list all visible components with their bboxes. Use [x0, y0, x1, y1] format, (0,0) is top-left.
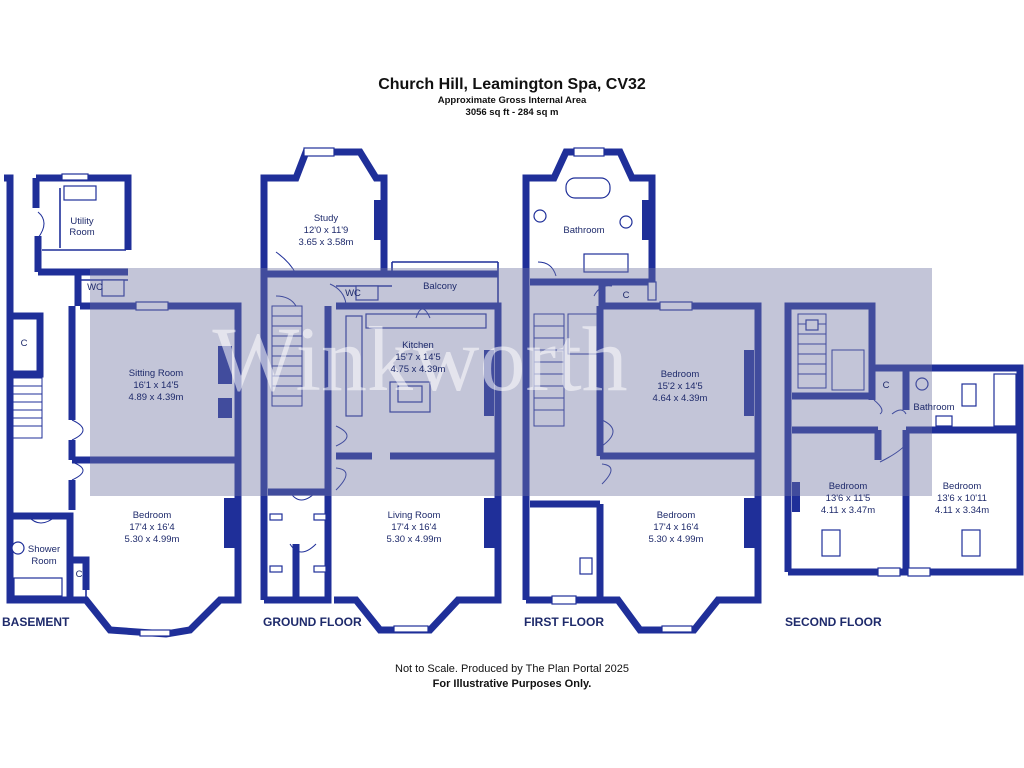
basement-plan: [4, 173, 242, 638]
shower-room-label-2: Room: [31, 556, 56, 567]
watermark-band: [90, 268, 932, 496]
ground-floor-plan: [260, 147, 502, 634]
study-imperial: 12'0 x 11'9: [304, 225, 349, 236]
second-bedroom-2-imperial: 13'6 x 10'11: [937, 493, 987, 504]
second-bedroom-1-imperial: 13'6 x 11'5: [826, 493, 871, 504]
sitting-room-metric: 4.89 x 4.39m: [129, 392, 184, 403]
living-room-label: Living Room: [388, 510, 441, 521]
kitchen-imperial: 15'7 x 14'5: [395, 352, 440, 363]
second-bedroom-2-label: Bedroom: [943, 481, 982, 492]
basement-bedroom-metric: 5.30 x 4.99m: [125, 534, 180, 545]
basement-bedroom-imperial: 17'4 x 16'4: [129, 522, 174, 533]
first-floor-label: FIRST FLOOR: [524, 615, 604, 629]
basement-bedroom-label: Bedroom: [133, 510, 172, 521]
plan-subtitle: Approximate Gross Internal Area: [437, 95, 587, 106]
study-metric: 3.65 x 3.58m: [299, 237, 354, 248]
second-floor-plan: [784, 302, 1024, 577]
sitting-room-label: Sitting Room: [129, 368, 183, 379]
first-floor-plan: [522, 147, 762, 634]
ground-wc-label: WC: [345, 288, 361, 299]
sitting-room-imperial: 16'1 x 14'5: [133, 380, 178, 391]
kitchen-label: Kitchen: [402, 340, 434, 351]
first-bedroom-2-metric: 5.30 x 4.99m: [649, 534, 704, 545]
second-bedroom-1-metric: 4.11 x 3.47m: [821, 505, 875, 516]
basement-cupboard-label: C: [21, 338, 28, 349]
study-label: Study: [314, 213, 339, 224]
second-cupboard-label: C: [883, 380, 890, 391]
basement-wc-label: WC: [87, 282, 103, 293]
first-bedroom-1-label: Bedroom: [661, 369, 700, 380]
ground-floor-label: GROUND FLOOR: [263, 615, 362, 629]
utility-room-label-2: Room: [69, 227, 94, 238]
living-room-imperial: 17'4 x 16'4: [391, 522, 436, 533]
footer-illustrative: For Illustrative Purposes Only.: [432, 678, 592, 690]
balcony-label: Balcony: [423, 281, 457, 292]
watermark-text: Winkworth: [212, 308, 627, 410]
shower-room-label: Shower: [28, 544, 60, 555]
kitchen-metric: 4.75 x 4.39m: [391, 364, 446, 375]
first-bedroom-2-label: Bedroom: [657, 510, 696, 521]
basement-floor-label: BASEMENT: [2, 615, 70, 629]
first-bedroom-2-imperial: 17'4 x 16'4: [653, 522, 698, 533]
second-bedroom-2-metric: 4.11 x 3.34m: [935, 505, 989, 516]
first-bedroom-1-metric: 4.64 x 4.39m: [653, 393, 708, 404]
footer-disclaimer: Not to Scale. Produced by The Plan Porta…: [395, 663, 629, 675]
first-cupboard-label: C: [623, 290, 630, 301]
plan-title: Church Hill, Leamington Spa, CV32: [378, 76, 646, 93]
plan-area: 3056 sq ft - 284 sq m: [465, 107, 559, 118]
basement-cupboard-2-label: C: [76, 569, 83, 580]
second-bedroom-1-label: Bedroom: [829, 481, 868, 492]
second-floor-label: SECOND FLOOR: [785, 615, 882, 629]
first-bedroom-1-imperial: 15'2 x 14'5: [657, 381, 702, 392]
first-bathroom-label: Bathroom: [563, 225, 604, 236]
living-room-metric: 5.30 x 4.99m: [387, 534, 442, 545]
utility-room-label: Utility: [70, 216, 93, 227]
second-bathroom-label: Bathroom: [913, 402, 954, 413]
